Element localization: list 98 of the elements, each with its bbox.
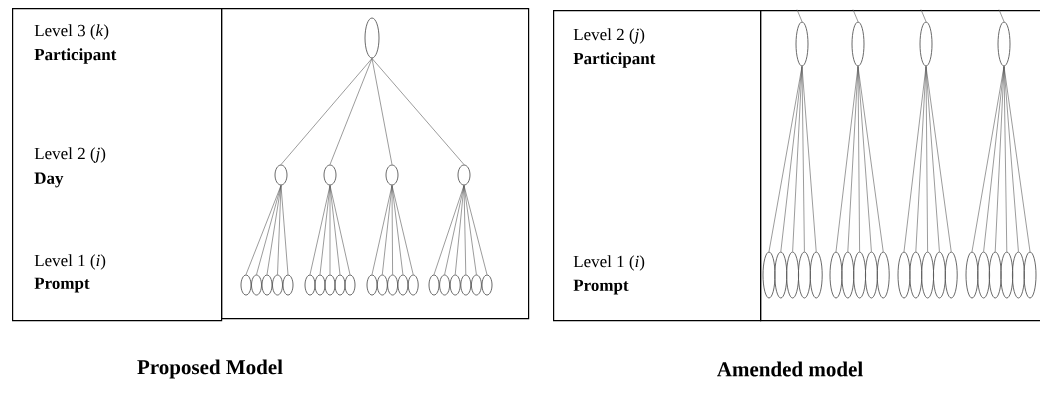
oval bbox=[1000, 251, 1014, 299]
oval bbox=[944, 251, 958, 299]
model-caption: Proposed Model bbox=[137, 359, 283, 379]
oval bbox=[897, 251, 911, 299]
oval bbox=[921, 251, 935, 299]
oval bbox=[334, 274, 346, 296]
oval bbox=[853, 251, 867, 299]
oval bbox=[314, 274, 326, 296]
model-caption: Amended model bbox=[717, 361, 863, 377]
connector-line bbox=[857, 66, 884, 252]
oval bbox=[809, 251, 823, 299]
level-name: Participant bbox=[34, 48, 117, 64]
connector-line bbox=[391, 185, 393, 275]
oval bbox=[919, 21, 933, 67]
oval bbox=[786, 251, 800, 299]
connector-line bbox=[857, 66, 860, 252]
oval bbox=[1011, 251, 1025, 299]
level-label: Level 2 (j) bbox=[573, 28, 645, 44]
oval bbox=[988, 251, 1002, 299]
connector-line bbox=[1003, 66, 1031, 252]
level-label: Level 1 (i) bbox=[34, 254, 106, 270]
oval bbox=[851, 21, 865, 67]
oval bbox=[282, 274, 294, 296]
oval bbox=[481, 274, 493, 296]
connector-line bbox=[852, 9, 859, 22]
oval bbox=[457, 164, 471, 186]
oval bbox=[762, 251, 776, 299]
oval bbox=[251, 274, 262, 296]
oval bbox=[376, 274, 388, 296]
level-name: Day bbox=[34, 172, 64, 188]
connector-line bbox=[1003, 66, 1008, 252]
oval bbox=[324, 274, 336, 296]
level-name: Prompt bbox=[573, 279, 629, 295]
oval bbox=[829, 251, 843, 299]
oval bbox=[449, 274, 461, 296]
connector-line bbox=[925, 66, 928, 252]
connector-line bbox=[796, 9, 803, 22]
connector-line bbox=[1003, 66, 1019, 252]
connector-line bbox=[329, 185, 331, 275]
connector-line bbox=[256, 185, 282, 275]
connector-line bbox=[463, 185, 477, 275]
connector-line bbox=[801, 66, 817, 252]
connector-line bbox=[329, 185, 341, 275]
oval bbox=[965, 251, 979, 299]
connector-line bbox=[925, 66, 952, 252]
oval bbox=[428, 274, 440, 296]
connector-line bbox=[857, 66, 872, 252]
connector-line bbox=[925, 66, 940, 252]
level-label: Level 2 (j) bbox=[34, 147, 106, 163]
connector-line bbox=[433, 185, 465, 275]
connector-line bbox=[391, 185, 414, 275]
connector-line bbox=[391, 185, 404, 275]
connector-line bbox=[245, 185, 282, 275]
oval bbox=[470, 274, 482, 296]
level-label: Level 3 (k) bbox=[34, 24, 109, 40]
oval bbox=[774, 251, 788, 299]
oval bbox=[1023, 251, 1037, 299]
connector-line bbox=[280, 58, 373, 165]
connector-line bbox=[280, 185, 289, 275]
oval bbox=[387, 274, 399, 296]
oval bbox=[240, 274, 252, 296]
connector-line bbox=[920, 9, 927, 22]
oval bbox=[460, 274, 472, 296]
diagram-frame bbox=[760, 10, 1040, 322]
oval bbox=[439, 274, 451, 296]
oval bbox=[304, 274, 316, 296]
connector-line bbox=[329, 185, 351, 275]
oval bbox=[909, 251, 923, 299]
level-name: Participant bbox=[573, 52, 656, 68]
oval bbox=[407, 274, 419, 296]
connector-line bbox=[463, 185, 488, 275]
oval bbox=[385, 164, 399, 186]
oval bbox=[274, 164, 288, 186]
diagram-frame bbox=[221, 8, 530, 320]
connector-line bbox=[371, 58, 465, 165]
oval bbox=[261, 274, 273, 296]
oval bbox=[364, 17, 380, 59]
oval bbox=[977, 251, 991, 299]
level-label: Level 1 (i) bbox=[573, 255, 645, 271]
connector-line bbox=[329, 58, 373, 165]
oval bbox=[366, 274, 378, 296]
oval bbox=[272, 274, 283, 296]
oval bbox=[864, 251, 878, 299]
connector-line bbox=[998, 9, 1005, 22]
oval bbox=[344, 274, 356, 296]
oval bbox=[841, 251, 855, 299]
connector-line bbox=[277, 185, 282, 275]
oval bbox=[932, 251, 946, 299]
oval bbox=[797, 251, 811, 299]
connector-line bbox=[371, 58, 393, 165]
oval bbox=[397, 274, 409, 296]
connector-line bbox=[801, 66, 805, 252]
oval bbox=[795, 21, 809, 67]
oval bbox=[323, 164, 337, 186]
oval bbox=[876, 251, 890, 299]
oval bbox=[997, 21, 1011, 67]
level-name: Prompt bbox=[34, 277, 90, 293]
connector-line bbox=[463, 185, 467, 275]
